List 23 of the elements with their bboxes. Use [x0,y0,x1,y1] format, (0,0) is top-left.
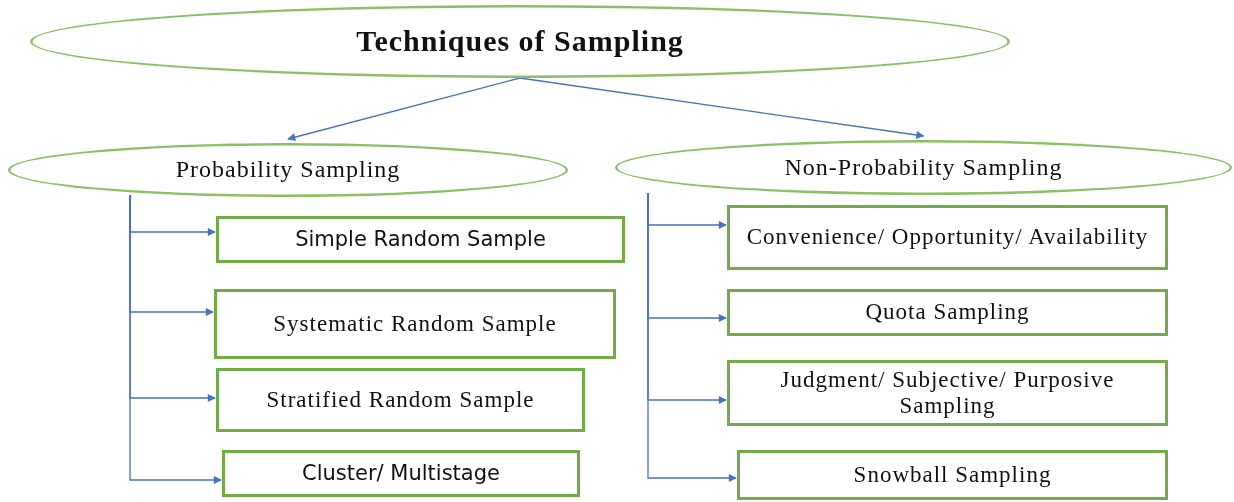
process-box [216,368,585,432]
node-label: Stratified Random Sample [266,386,535,414]
node-label: Convenience/ Opportunity/ Availability [746,224,1149,251]
node-label: Judgment/ Subjective/ Purposive Sampling [779,366,1116,420]
node-label: Cluster/ Multistage [302,461,500,486]
heading-text: Non-Probability Sampling [784,153,1063,182]
process-box [727,289,1168,336]
process-box [214,289,616,359]
process-box [737,450,1168,500]
process-box [727,360,1168,426]
arrow [647,192,737,482]
arrow [287,77,521,142]
node-label: Quota Sampling [865,299,1030,326]
heading-text: Techniques of Sampling [356,24,684,59]
process-box [727,205,1168,270]
node-label: Simple Random Sample [295,227,546,252]
node-label: Systematic Random Sample [273,310,557,338]
arrow [129,194,222,484]
arrow [519,77,925,139]
heading-text: Probability Sampling [175,156,401,184]
node-label: Snowball Sampling [853,461,1052,489]
process-box [216,216,625,263]
process-box [222,450,580,497]
